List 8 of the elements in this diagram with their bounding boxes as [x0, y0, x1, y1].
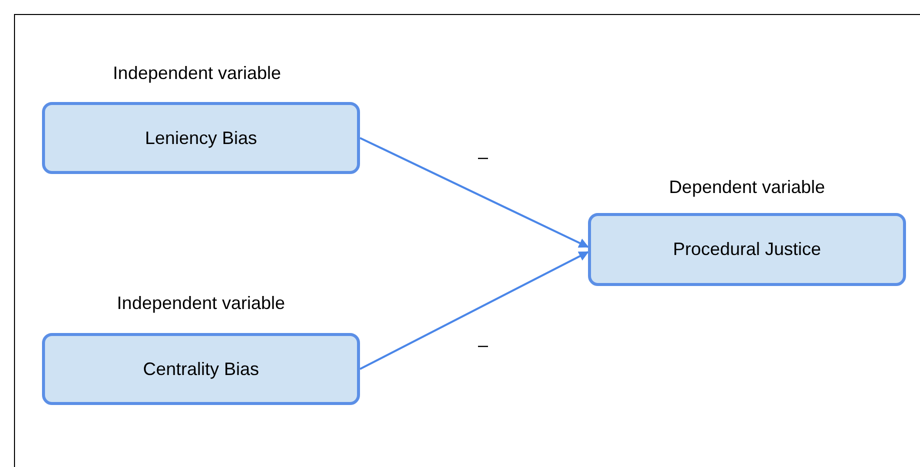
- arrow: [360, 137, 589, 248]
- variable-heading: Independent variable: [112, 62, 282, 85]
- variable-box: Centrality Bias: [42, 333, 360, 405]
- variable-heading: Dependent variable: [668, 176, 826, 199]
- arrow: [360, 251, 589, 370]
- variable-heading: Independent variable: [116, 292, 286, 315]
- variable-box: Procedural Justice: [588, 213, 906, 286]
- variable-box: Leniency Bias: [42, 102, 360, 174]
